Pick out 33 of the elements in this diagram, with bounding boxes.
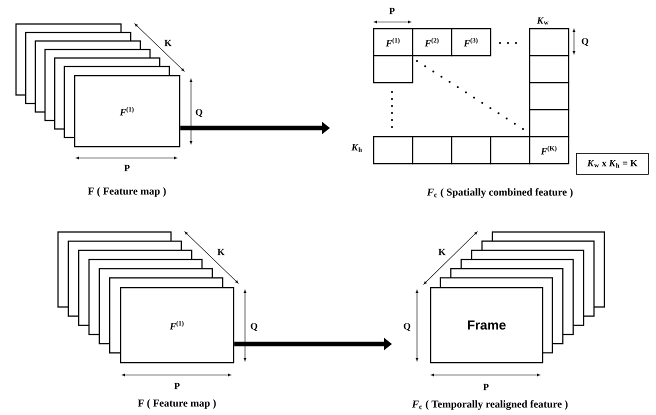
dimension-label: P xyxy=(174,382,180,390)
dimension-label: Q xyxy=(250,323,258,331)
grid-cell: F$^{(2)}$ xyxy=(412,28,452,56)
caption: F ( Feature map ) xyxy=(138,399,216,409)
caption: F$_{c}$ ( Spatially combined feature ) xyxy=(426,188,573,198)
grid-cell xyxy=(529,82,570,110)
dimension-label: K$_{h}$ xyxy=(351,144,362,152)
dimension-label: Q xyxy=(404,323,410,331)
grid-cell xyxy=(529,109,570,138)
grid-cell xyxy=(529,55,570,84)
dimension-label: K xyxy=(438,248,446,256)
dimension-label: Q xyxy=(582,38,588,46)
dimension-label: K xyxy=(217,248,225,256)
grid-cell xyxy=(373,55,414,84)
grid-cell xyxy=(373,136,414,164)
grid-cell xyxy=(490,136,530,164)
dimension-label: Q xyxy=(196,109,202,117)
formula-box: K$_{w}$ x K$_{h}$ = K xyxy=(576,153,649,175)
grid-cell: F$^{(1)}$ xyxy=(373,28,414,56)
caption: F$_{c}$ ( Temporally realigned feature ) xyxy=(412,400,568,410)
grid-cell: F$^{(3)}$ xyxy=(451,28,492,56)
feature-frame: F$^{(1)}$ xyxy=(74,75,180,148)
feature-frame: F$^{(1)}$ xyxy=(120,287,234,364)
grid-cell: F$^{(K)}$ xyxy=(529,136,570,164)
grid-cell xyxy=(529,28,570,56)
frame-box: Frame xyxy=(430,286,544,364)
caption: F ( Feature map ) xyxy=(88,187,166,197)
grid-cell xyxy=(451,136,492,164)
dimension-label: P xyxy=(483,384,489,390)
grid-cell xyxy=(412,136,452,164)
dimension-label: P xyxy=(389,8,395,14)
dimension-label: P xyxy=(124,164,130,172)
dimension-label: K xyxy=(164,40,172,46)
